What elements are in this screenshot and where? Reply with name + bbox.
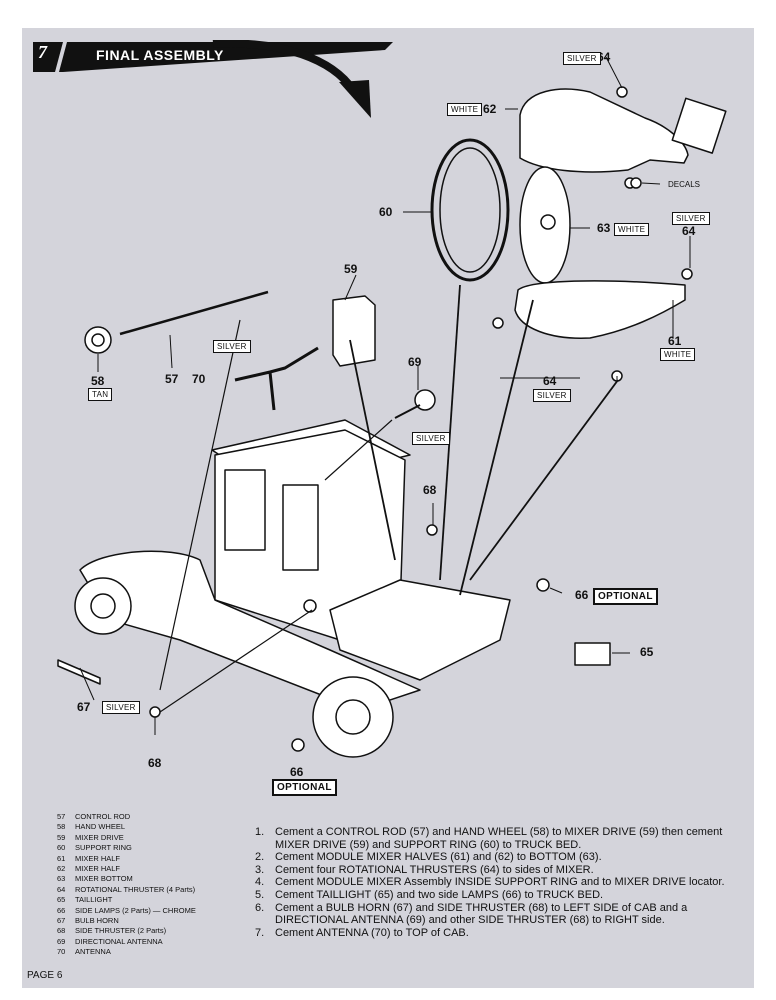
mixer-half-lower — [514, 280, 686, 339]
decals-label: DECALS — [668, 180, 701, 189]
tag-white-62: WHITE — [447, 103, 483, 116]
instruction-step: 3.Cement four ROTATIONAL THRUSTERS (64) … — [255, 863, 594, 876]
step-number: 7 — [38, 42, 47, 62]
label-61: 61 — [668, 334, 682, 348]
instruction-step: 5.Cement TAILLIGHT (65) and two side LAM… — [255, 888, 604, 901]
label-62: 62 — [483, 102, 497, 116]
decal-sheet — [671, 97, 727, 154]
tag-tan-58: TAN — [88, 388, 113, 401]
optional-badge-66-bottom: OPTIONAL — [272, 779, 337, 796]
label-58: 58 — [91, 374, 105, 388]
tag-silver-68: SILVER — [412, 432, 450, 445]
rotational-thruster-right — [681, 268, 693, 280]
label-70: 70 — [192, 372, 206, 386]
label-64-bottom: 64 — [543, 374, 557, 388]
label-66-right: 66 — [575, 588, 589, 602]
instruction-step: 6.Cement a BULB HORN (67) and SIDE THRUS… — [255, 901, 688, 927]
step-banner — [33, 40, 393, 118]
side-lamp-left — [291, 738, 305, 752]
optional-badge-66-right: OPTIONAL — [593, 588, 658, 605]
taillight — [574, 642, 611, 666]
tag-silver-70: SILVER — [213, 340, 251, 353]
label-60: 60 — [379, 205, 393, 219]
instruction-step: 7.Cement ANTENNA (70) to TOP of CAB. — [255, 926, 469, 939]
truck-bed — [329, 579, 511, 681]
mixer-drive — [332, 295, 376, 367]
assembly-instructions: 1.Cement a CONTROL ROD (57) and HAND WHE… — [255, 826, 725, 939]
section-title: FINAL ASSEMBLY — [96, 47, 224, 63]
tag-silver-64-bottom: SILVER — [533, 389, 571, 402]
rotational-thruster-top — [616, 86, 628, 98]
label-68-left: 68 — [148, 756, 162, 770]
antenna — [234, 346, 319, 411]
bulb-horn — [57, 659, 101, 685]
tag-silver-64-top: SILVER — [563, 52, 601, 65]
side-thruster-left — [149, 706, 161, 718]
page-number: PAGE 6 — [27, 970, 63, 981]
instruction-step: 2.Cement MODULE MIXER HALVES (61) and (6… — [255, 851, 602, 864]
label-57: 57 — [165, 372, 179, 386]
tag-white-63: WHITE — [614, 223, 650, 236]
label-65: 65 — [640, 645, 654, 659]
instruction-step: 4.Cement MODULE MIXER Assembly INSIDE SU… — [255, 876, 725, 889]
tag-white-61: WHITE — [660, 348, 696, 361]
side-thruster-right — [426, 524, 438, 536]
tag-silver-64-right: SILVER — [672, 212, 710, 225]
side-lamp-right — [536, 578, 550, 592]
label-66-bottom: 66 — [290, 765, 304, 779]
label-68-right: 68 — [423, 483, 437, 497]
rotational-thruster-left — [492, 317, 504, 329]
support-ring — [430, 138, 510, 282]
mixer-half-top — [519, 88, 689, 173]
label-59: 59 — [344, 262, 358, 276]
label-67: 67 — [77, 700, 91, 714]
label-69: 69 — [408, 355, 422, 369]
label-64-right: 64 — [682, 224, 696, 238]
tag-silver-67: SILVER — [102, 701, 140, 714]
instruction-step: 1.Cement a CONTROL ROD (57) and HAND WHE… — [255, 826, 723, 851]
label-63: 63 — [597, 221, 611, 235]
